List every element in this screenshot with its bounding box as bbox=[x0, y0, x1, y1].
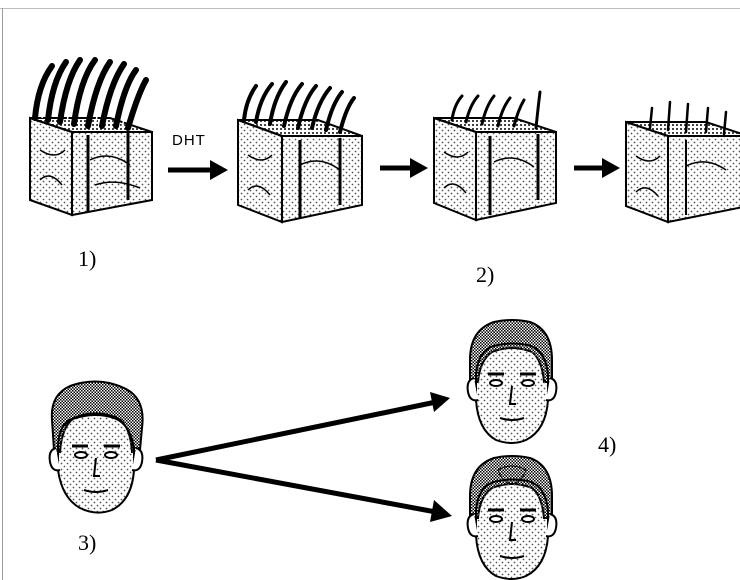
arrow-diagonal-up-icon bbox=[155, 392, 450, 463]
skin-block-thinning-hair-icon bbox=[237, 80, 363, 224]
arrow-right-icon bbox=[168, 160, 228, 180]
receding-hairline-face-icon bbox=[466, 319, 558, 444]
frame-left-border bbox=[2, 8, 3, 580]
skin-block-sparse-hair-icon bbox=[433, 90, 557, 222]
step-2-label: 2) bbox=[476, 262, 495, 287]
step-4-label: 4) bbox=[598, 432, 617, 457]
dht-label: DHT bbox=[172, 132, 206, 149]
arrow-diagonal-down-icon bbox=[155, 457, 452, 522]
arrow-right-icon bbox=[380, 158, 428, 178]
frame-top-border bbox=[0, 8, 740, 9]
step-1-label: 1) bbox=[78, 246, 97, 271]
arrow-right-icon bbox=[574, 158, 620, 178]
step-3-label: 3) bbox=[78, 530, 97, 555]
crown-thinning-face-icon bbox=[466, 455, 558, 580]
skin-block-miniaturized-hair-icon bbox=[625, 100, 740, 224]
skin-block-dense-hair-icon bbox=[29, 57, 153, 217]
full-hair-face-icon bbox=[48, 380, 144, 514]
